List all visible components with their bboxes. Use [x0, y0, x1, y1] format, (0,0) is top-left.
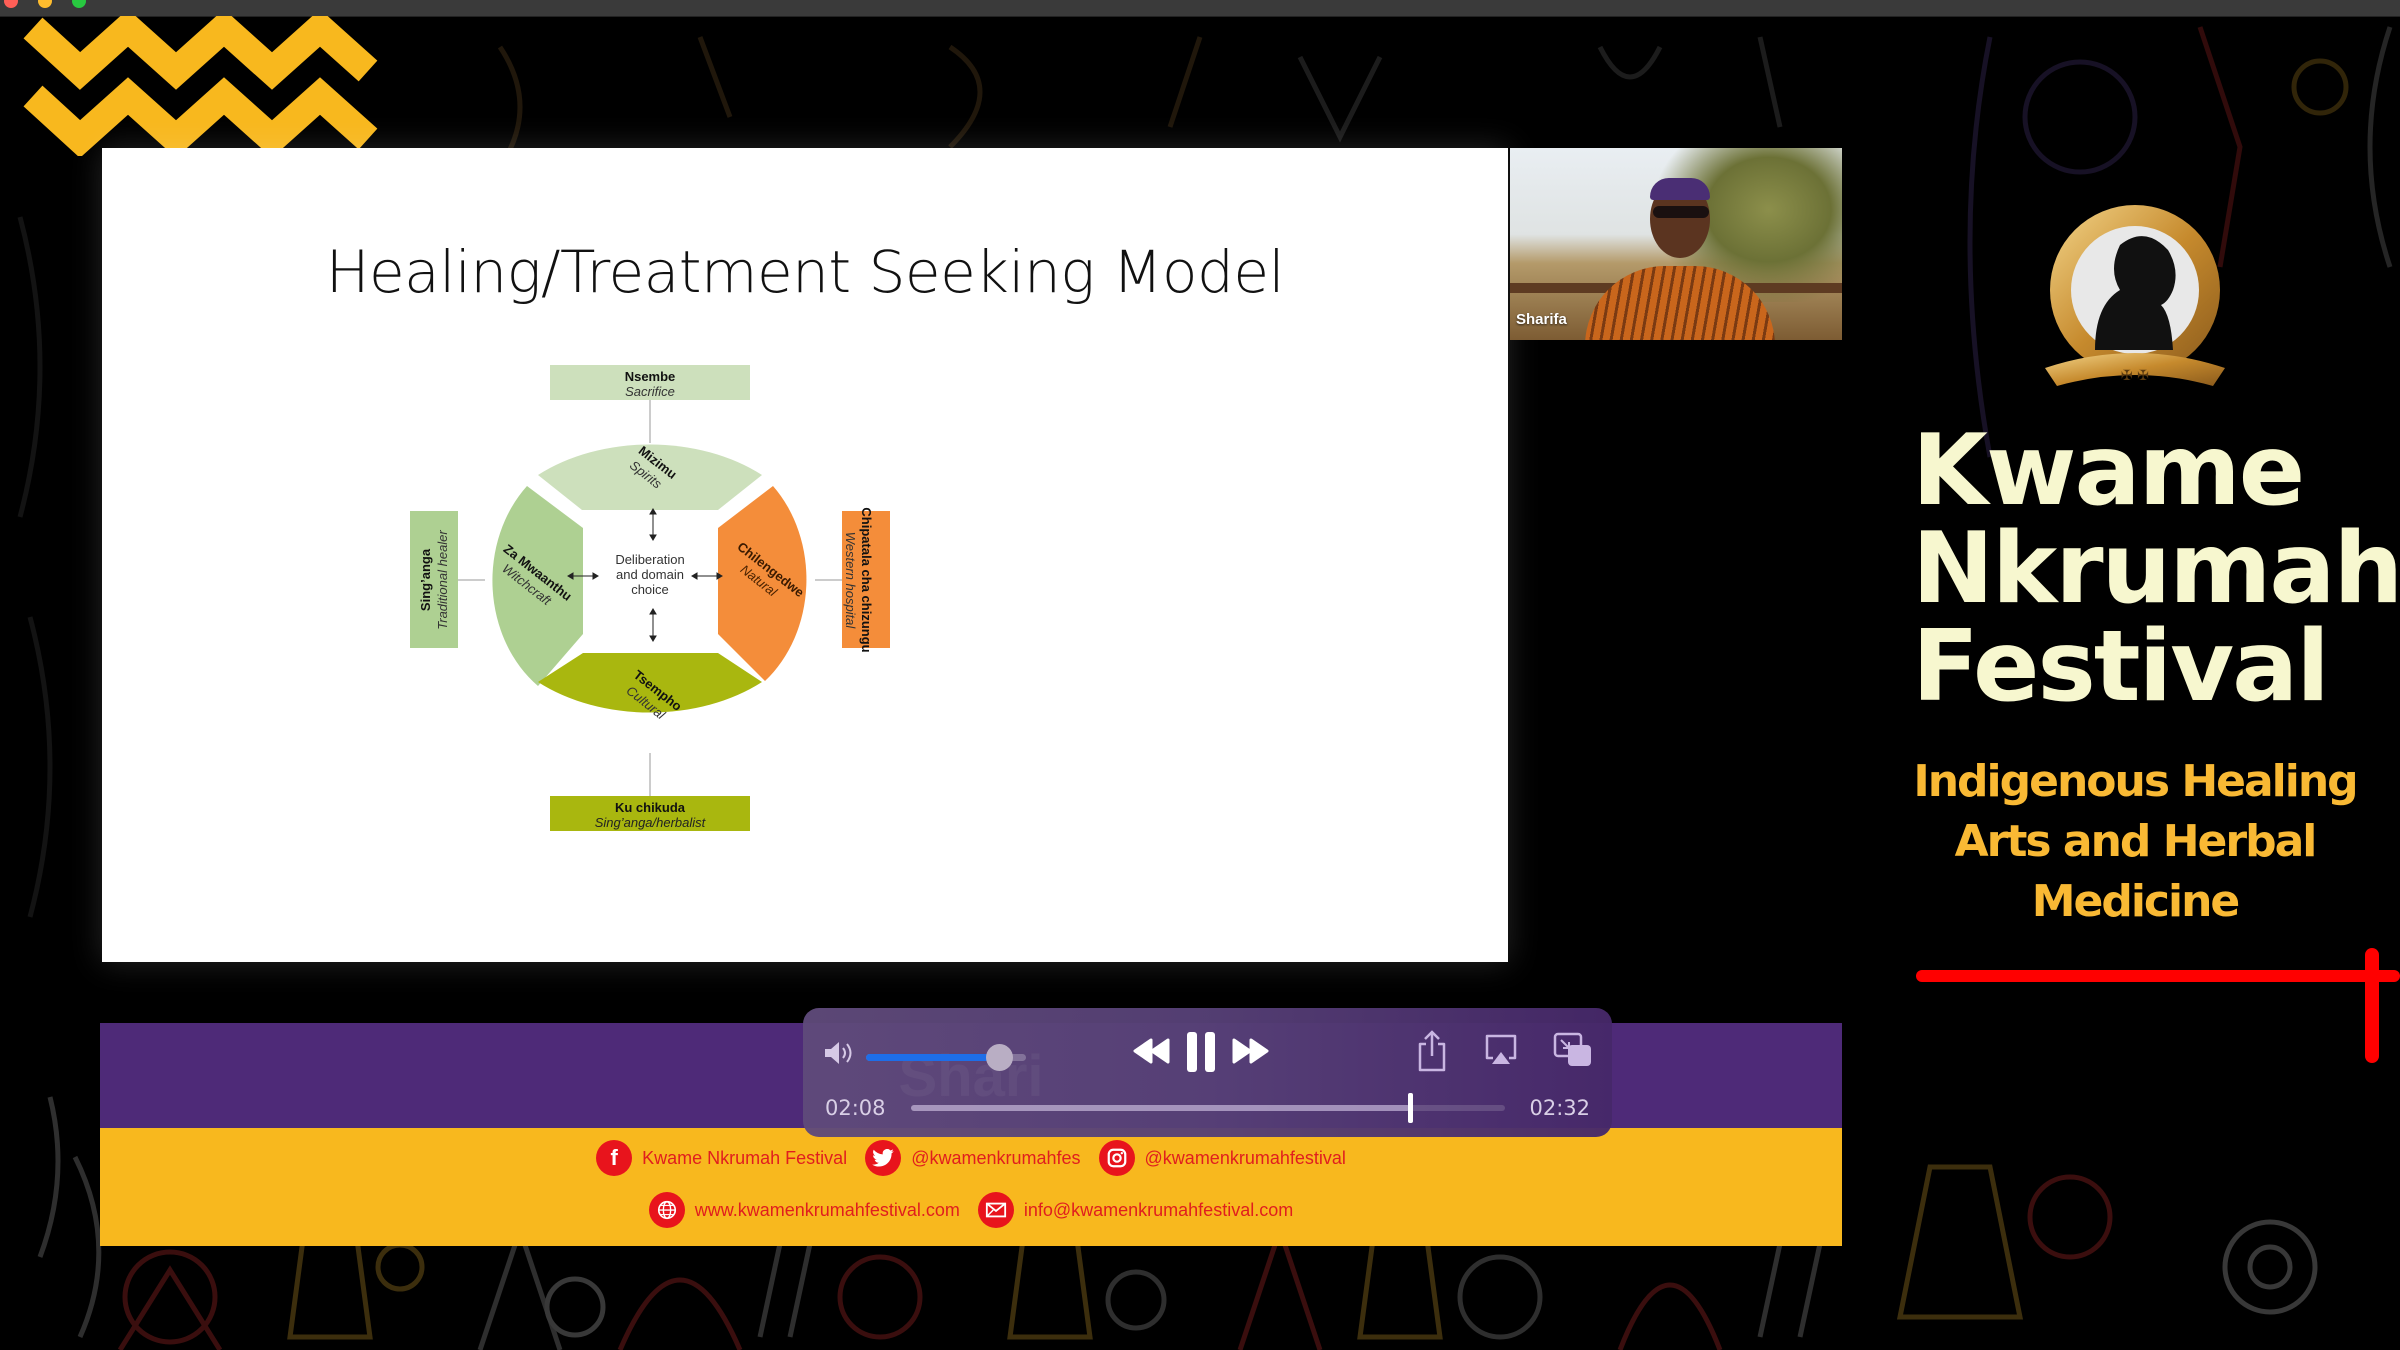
outer-box-top-meaning: Sacrifice: [625, 384, 675, 399]
facebook-icon: f: [596, 1140, 633, 1176]
center-label-line-3: choice: [631, 582, 669, 597]
social-twitter[interactable]: @kwamenkrumahfes: [865, 1140, 1081, 1176]
outer-box-right-meaning: Western hospital: [843, 532, 858, 630]
volume-icon[interactable]: [823, 1038, 857, 1068]
picture-in-picture-button[interactable]: [1553, 1032, 1593, 1068]
participant-video-tile[interactable]: Sharifa: [1510, 148, 1842, 340]
segment-left: Za Mwaanthu Witchcraft: [492, 486, 583, 686]
social-email-label: info@kwamenkrumahfestival.com: [1023, 1199, 1294, 1220]
festival-subtitle-line-3: Medicine: [2031, 876, 2241, 927]
volume-slider-fill: [866, 1054, 999, 1061]
volume-slider-knob[interactable]: [985, 1044, 1013, 1071]
center-label-line-1: Deliberation: [615, 552, 684, 567]
shared-slide: Healing/Treatment Seeking Model Nsembe S…: [102, 148, 1508, 962]
outer-box-left-meaning: Traditional healer: [435, 530, 450, 630]
social-website[interactable]: www.kwamenkrumahfestival.com: [648, 1192, 960, 1228]
festival-title-line-2: Nkrumah: [1912, 512, 2400, 626]
playback-progress-bar[interactable]: [911, 1093, 1505, 1123]
rewind-button[interactable]: [1131, 1038, 1171, 1064]
outer-box-left: Sing’anga Traditional healer: [410, 511, 458, 648]
center-label: Deliberation and domain choice: [615, 552, 684, 597]
globe-icon: [648, 1192, 685, 1228]
social-email[interactable]: info@kwamenkrumahfestival.com: [977, 1192, 1294, 1228]
zoom-window-button[interactable]: [72, 0, 86, 8]
instagram-icon: [1098, 1140, 1135, 1176]
social-row-1: f Kwame Nkrumah Festival @kwamenkrumahfe…: [100, 1140, 1842, 1176]
festival-subtitle-line-1: Indigenous Healing: [1913, 756, 2358, 807]
participant-glasses: [1653, 206, 1709, 218]
festival-subtitle: Indigenous Healing Arts and Herbal Medic…: [1900, 752, 2370, 932]
svg-text:✠ ✠: ✠ ✠: [2121, 368, 2149, 384]
media-playback-controls: 02:08 02:32: [803, 1008, 1612, 1137]
pause-button[interactable]: [1186, 1030, 1216, 1074]
slide-title: Healing/Treatment Seeking Model: [325, 238, 1285, 306]
social-instagram[interactable]: @kwamenkrumahfestival: [1098, 1140, 1346, 1176]
participant-name-label: Sharifa: [1516, 311, 1567, 328]
social-website-label: www.kwamenkrumahfestival.com: [694, 1199, 960, 1220]
volume-slider[interactable]: [866, 1044, 1026, 1071]
social-instagram-label: @kwamenkrumahfestival: [1144, 1147, 1346, 1168]
festival-title: Kwame Nkrumah Festival: [1912, 414, 2400, 724]
outer-box-left-name: Sing’anga: [418, 548, 433, 611]
zigzag-logo: [23, 16, 378, 156]
social-twitter-label: @kwamenkrumahfes: [911, 1147, 1081, 1168]
outer-box-right: Chipatala cha chizungu Western hospital: [842, 507, 890, 653]
elapsed-time: 02:08: [825, 1096, 886, 1120]
segment-top: Mizimu Spirits: [538, 443, 762, 510]
bidirectional-arrows: [567, 508, 723, 642]
window-title-bar: [0, 0, 2400, 17]
minimize-window-button[interactable]: [38, 0, 52, 8]
segment-bottom: Tsempho Cultural: [538, 653, 762, 723]
social-row-2: www.kwamenkrumahfestival.com info@kwamen…: [100, 1192, 1842, 1228]
social-facebook[interactable]: f Kwame Nkrumah Festival: [596, 1140, 847, 1176]
mail-icon: [977, 1192, 1014, 1228]
remaining-time: 02:32: [1529, 1096, 1590, 1120]
segment-right: Chilengedwe Natural: [718, 486, 807, 681]
playback-progress-fill: [911, 1105, 1410, 1111]
outer-box-bottom-name: Ku chikuda: [615, 800, 686, 815]
outer-box-top: Nsembe Sacrifice: [550, 365, 750, 400]
playback-scrubber[interactable]: [1407, 1093, 1413, 1123]
twitter-icon: [865, 1140, 902, 1176]
social-facebook-label: Kwame Nkrumah Festival: [642, 1147, 848, 1168]
share-button[interactable]: [1416, 1028, 1448, 1074]
outer-box-bottom-meaning: Sing’anga/herbalist: [595, 815, 707, 830]
festival-logo-emblem: ✠ ✠: [2045, 205, 2225, 386]
fast-forward-button[interactable]: [1231, 1038, 1271, 1064]
outer-box-right-name: Chipatala cha chizungu: [859, 507, 874, 652]
outer-box-top-name: Nsembe: [625, 369, 676, 384]
social-links-banner: f Kwame Nkrumah Festival @kwamenkrumahfe…: [100, 1128, 1842, 1246]
participant-headwrap: [1650, 178, 1710, 200]
outer-box-bottom: Ku chikuda Sing’anga/herbalist: [550, 796, 750, 831]
festival-subtitle-line-2: Arts and Herbal: [1954, 816, 2318, 867]
festival-title-line-1: Kwame: [1912, 414, 2305, 528]
red-accent-line-vertical: [2365, 948, 2379, 1063]
red-accent-line-horizontal: [1916, 970, 2400, 982]
airplay-button[interactable]: [1484, 1032, 1518, 1070]
healing-model-diagram: Nsembe Sacrifice Ku chikuda Sing’anga/he…: [410, 365, 890, 831]
festival-title-line-3: Festival: [1912, 610, 2330, 724]
close-window-button[interactable]: [4, 0, 18, 8]
center-label-line-2: and domain: [616, 567, 684, 582]
